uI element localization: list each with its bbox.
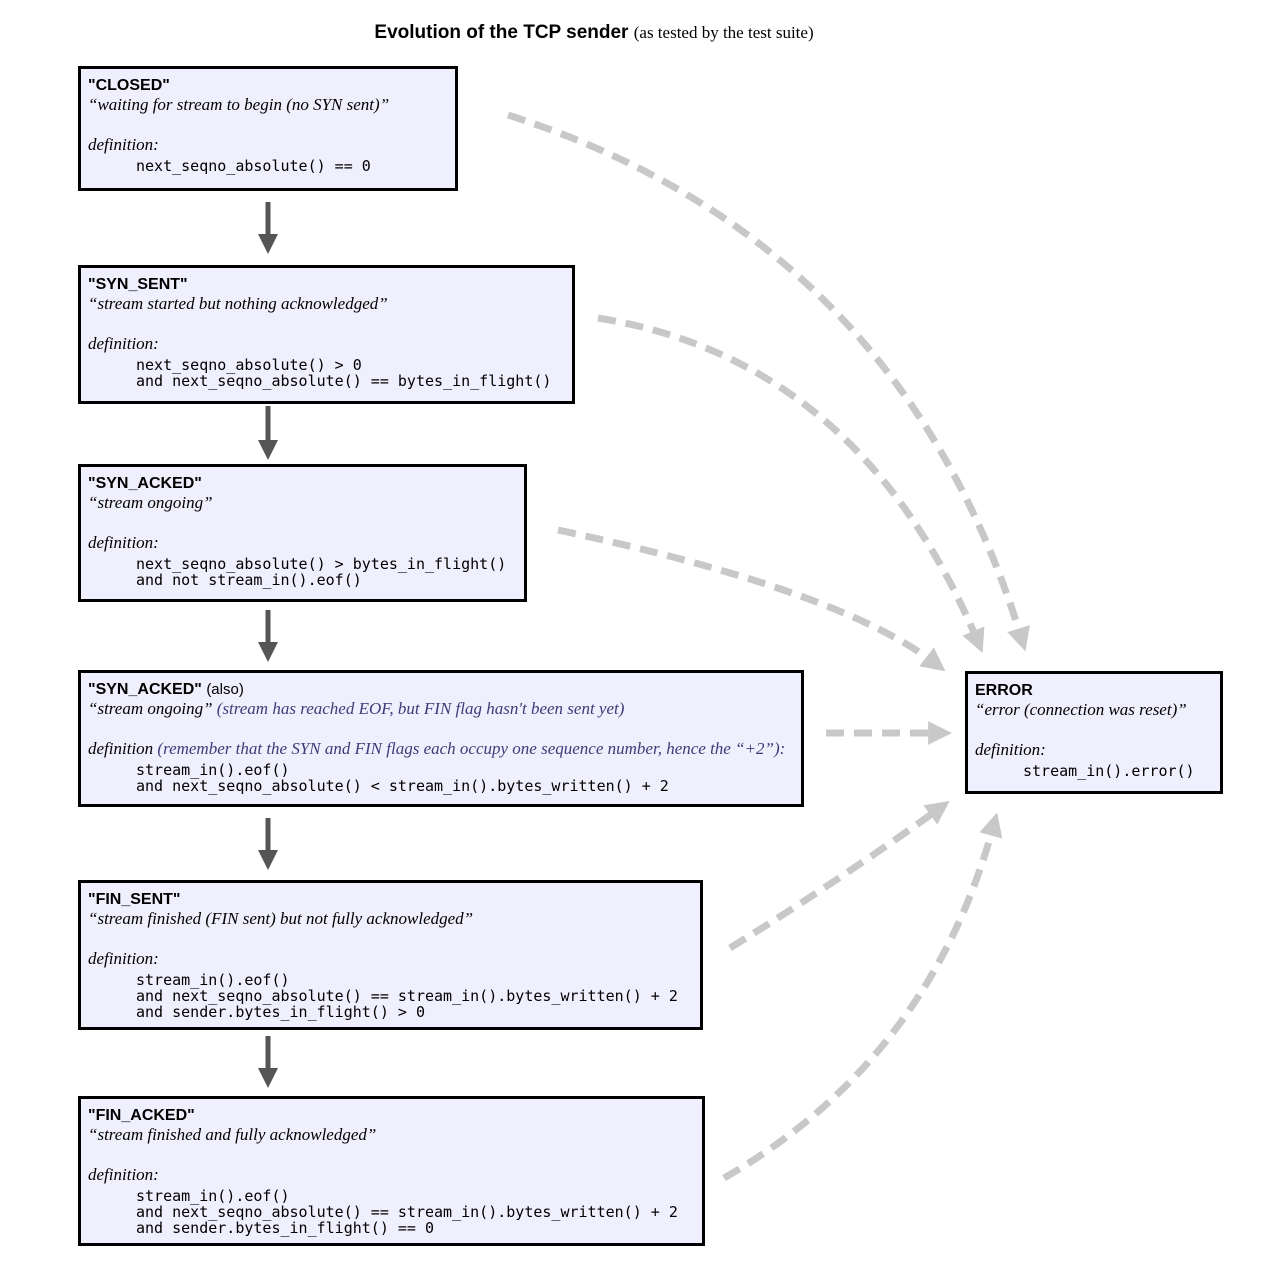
definition-note: (remember that the SYN and FIN flags eac… xyxy=(157,739,786,758)
title-main: Evolution of the TCP sender xyxy=(374,22,629,43)
state-closed: "CLOSED" “waiting for stream to begin (n… xyxy=(78,66,458,191)
state-description: “stream started but nothing acknowledged… xyxy=(88,294,388,313)
state-name-row: "SYN_ACKED" (also) xyxy=(88,681,791,699)
definition-code: next_seqno_absolute() > 0 and next_seqno… xyxy=(136,356,552,390)
definition-code: stream_in().eof() and next_seqno_absolut… xyxy=(136,1187,678,1237)
state-description: “stream ongoing” xyxy=(88,493,213,512)
state-name: "FIN_ACKED" xyxy=(88,1107,195,1124)
state-description: “error (connection was reset)” xyxy=(975,700,1187,719)
state-description-note: (stream has reached EOF, but FIN flag ha… xyxy=(216,699,625,718)
definition-label: definition xyxy=(88,739,154,758)
state-syn-acked-also: "SYN_ACKED" (also) “stream ongoing” (str… xyxy=(78,670,804,807)
state-description: “stream finished and fully acknowledged” xyxy=(88,1125,377,1144)
state-name: "FIN_SENT" xyxy=(88,891,181,908)
state-fin-sent: "FIN_SENT" “stream finished (FIN sent) b… xyxy=(78,880,703,1030)
arrow-syn-acked-to-error xyxy=(557,526,946,672)
state-name: "SYN_SENT" xyxy=(88,276,188,293)
definition-label: definition: xyxy=(88,533,159,552)
state-description: “stream ongoing” xyxy=(88,699,213,718)
definition-label: definition: xyxy=(975,740,1046,759)
definition-code: stream_in().error() xyxy=(1023,762,1195,780)
title-sub: (as tested by the test suite) xyxy=(633,23,814,42)
state-name: "SYN_ACKED" xyxy=(88,475,202,492)
state-name: ERROR xyxy=(975,682,1033,699)
state-name: "CLOSED" xyxy=(88,77,170,94)
state-syn-acked: "SYN_ACKED" “stream ongoing” definition:… xyxy=(78,464,527,602)
state-description: “waiting for stream to begin (no SYN sen… xyxy=(88,95,390,114)
arrow-syn-sent-to-error xyxy=(597,314,985,653)
definition-label: definition: xyxy=(88,1165,159,1184)
state-description: “stream finished (FIN sent) but not full… xyxy=(88,909,474,928)
arrow-fin-acked-to-error xyxy=(722,812,1003,1182)
state-error: ERROR “error (connection was reset)” def… xyxy=(965,671,1223,794)
diagram-title: Evolution of the TCP sender (as tested b… xyxy=(0,22,1188,44)
state-name: "SYN_ACKED" xyxy=(88,681,202,698)
arrow-closed-to-error xyxy=(506,111,1030,652)
state-description-row: “stream ongoing” (stream has reached EOF… xyxy=(88,699,791,719)
definition-code: stream_in().eof() and next_seqno_absolut… xyxy=(136,761,669,795)
state-fin-acked: "FIN_ACKED" “stream finished and fully a… xyxy=(78,1096,705,1246)
state-syn-sent: "SYN_SENT" “stream started but nothing a… xyxy=(78,265,575,404)
definition-label: definition: xyxy=(88,949,159,968)
definition-label: definition: xyxy=(88,334,159,353)
state-name-extra: (also) xyxy=(206,681,244,698)
definition-code: next_seqno_absolute() > bytes_in_flight(… xyxy=(136,555,507,589)
definition-code: stream_in().eof() and next_seqno_absolut… xyxy=(136,971,678,1021)
definition-label: definition: xyxy=(88,135,159,154)
definition-code: next_seqno_absolute() == 0 xyxy=(136,157,371,175)
definition-label-row: definition (remember that the SYN and FI… xyxy=(88,739,791,759)
arrow-fin-sent-to-error xyxy=(728,801,950,951)
